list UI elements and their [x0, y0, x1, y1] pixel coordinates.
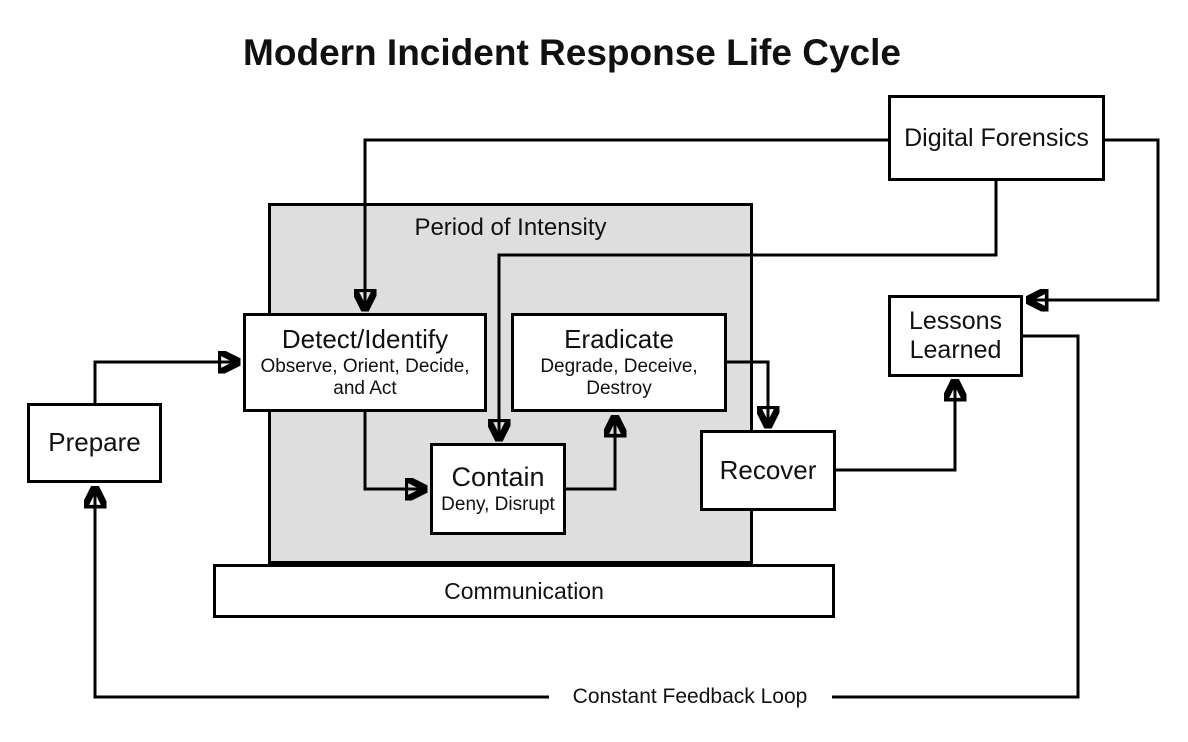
detect-identify-box: Detect/Identify Observe, Orient, Decide,… — [243, 313, 487, 412]
prepare-box: Prepare — [27, 403, 162, 483]
recover-label: Recover — [719, 454, 817, 485]
digital-forensics-box: Digital Forensics — [888, 95, 1105, 181]
contain-sublabel: Deny, Disrupt — [441, 493, 555, 515]
prepare-label: Prepare — [48, 427, 141, 458]
diagram-title: Modern Incident Response Life Cycle — [243, 32, 901, 73]
eradicate-box: Eradicate Degrade, Deceive, Destroy — [511, 313, 727, 412]
communication-label: Communication — [444, 577, 604, 604]
detect-identify-sublabel: Observe, Orient, Decide, and Act — [260, 355, 470, 399]
contain-label: Contain — [451, 461, 545, 492]
eradicate-sublabel: Degrade, Deceive, Destroy — [540, 355, 698, 399]
contain-box: Contain Deny, Disrupt — [430, 443, 566, 535]
lessons-learned-label: Lessons Learned — [908, 307, 1003, 364]
detect-identify-label: Detect/Identify — [281, 323, 449, 354]
recover-box: Recover — [700, 430, 836, 511]
eradicate-label: Eradicate — [564, 323, 674, 354]
lessons-learned-box: Lessons Learned — [888, 295, 1023, 377]
digital-forensics-label: Digital Forensics — [904, 123, 1089, 152]
communication-bar: Communication — [213, 564, 835, 618]
arrow-prepare-to-detect — [93, 362, 238, 403]
feedback-loop-line-right — [832, 334, 1080, 699]
period-of-intensity-label: Period of Intensity — [414, 214, 607, 241]
arrow-recover-to-lessons — [836, 381, 955, 472]
constant-feedback-loop-label: Constant Feedback Loop — [549, 684, 831, 710]
